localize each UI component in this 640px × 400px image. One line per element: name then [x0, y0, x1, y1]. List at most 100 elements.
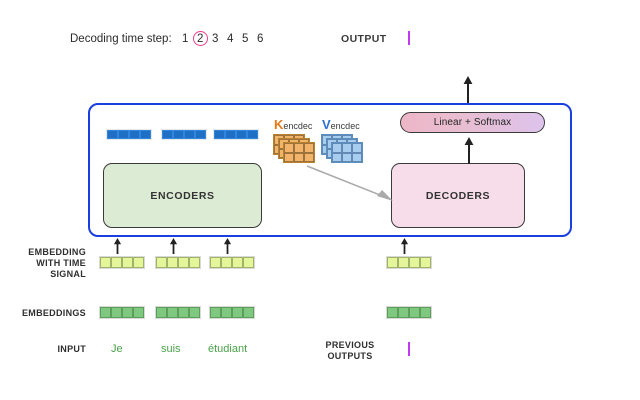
vector-cell — [162, 130, 173, 139]
vector-cell — [189, 257, 200, 268]
timestep-6[interactable]: 6 — [256, 32, 264, 45]
linear-softmax-label: Linear + Softmax — [433, 117, 512, 128]
encoder-input-arrow-1-icon — [113, 238, 122, 259]
vector-cell — [100, 257, 111, 268]
encoders-label: ENCODERS — [150, 189, 215, 202]
vector-cell — [236, 130, 247, 139]
embedding-label-line-3: SIGNAL — [50, 269, 86, 279]
output-label: OUTPUT — [341, 33, 387, 45]
output-token-caret — [408, 31, 410, 45]
vector-cell — [398, 307, 409, 318]
vector-cell — [420, 257, 431, 268]
vector-cell — [122, 257, 133, 268]
vector-cell — [214, 130, 225, 139]
encoder-input-arrow-2-icon — [169, 238, 178, 259]
output-arrow-icon — [463, 76, 473, 109]
vector-cell — [184, 130, 195, 139]
k-encdec-matrix-stack — [273, 134, 317, 164]
decoders-block[interactable]: DECODERS — [391, 163, 525, 228]
vector-cell — [221, 307, 232, 318]
vector-cell — [167, 257, 178, 268]
linear-softmax-block[interactable]: Linear + Softmax — [400, 112, 545, 133]
previous-outputs-line-2: OUTPUTS — [327, 351, 373, 361]
time-signal-vector-je — [99, 256, 145, 269]
encdec-attention-arrow-icon — [305, 163, 397, 210]
vector-cell — [398, 257, 409, 268]
v-encdec-matrix-stack — [321, 134, 365, 164]
vector-cell — [409, 307, 420, 318]
v-encdec-label: Vencdec — [322, 117, 360, 132]
vector-cell — [247, 130, 258, 139]
decoding-timestep-label: Decoding time step: — [70, 32, 172, 45]
vector-cell — [111, 257, 122, 268]
vector-cell — [100, 307, 111, 318]
encoder-output-vector-3 — [213, 129, 259, 140]
decoders-label: DECODERS — [425, 189, 491, 202]
time-signal-vector-suis — [155, 256, 201, 269]
vector-cell — [107, 130, 118, 139]
k-encdec-label: Kencdec — [274, 117, 312, 132]
embeddings-label: EMBEDDINGS — [21, 308, 86, 318]
vector-cell — [189, 307, 200, 318]
input-word-etudiant: étudiant — [208, 343, 248, 355]
vector-cell — [232, 257, 243, 268]
k-subscript: encdec — [283, 121, 313, 131]
decoder-input-arrow-icon — [400, 238, 409, 259]
vector-cell — [225, 130, 236, 139]
vector-cell — [156, 307, 167, 318]
k-symbol: K — [274, 117, 284, 132]
vector-cell — [232, 307, 243, 318]
vector-cell — [118, 130, 129, 139]
input-word-suis: suis — [161, 343, 181, 355]
vector-cell — [243, 257, 254, 268]
embedding-label-line-1: EMBEDDING — [28, 247, 86, 257]
vector-cell — [420, 307, 431, 318]
encoders-block[interactable]: ENCODERS — [103, 163, 262, 228]
time-signal-vector-etudiant — [209, 256, 255, 269]
vector-cell — [140, 130, 151, 139]
timestep-2[interactable]: 2 — [192, 31, 208, 46]
embedding-vector-je — [99, 306, 145, 319]
v-symbol: V — [322, 117, 331, 132]
vector-cell — [129, 130, 140, 139]
vector-cell — [178, 307, 189, 318]
v-subscript: encdec — [330, 121, 360, 131]
embedding-with-time-signal-label: EMBEDDING WITH TIME SIGNAL — [8, 247, 86, 280]
timestep-1[interactable]: 1 — [181, 32, 189, 45]
decoding-timestep-control: Decoding time step: 1 2 3 4 5 6 — [70, 31, 268, 46]
encoder-output-vector-1 — [106, 129, 152, 140]
input-word-je: Je — [111, 343, 123, 355]
input-label: INPUT — [57, 344, 86, 354]
timestep-3[interactable]: 3 — [211, 32, 219, 45]
time-signal-vector-prev-output — [386, 256, 432, 269]
timestep-4[interactable]: 4 — [226, 32, 234, 45]
previous-outputs-line-1: PREVIOUS — [325, 340, 375, 350]
vector-cell — [243, 307, 254, 318]
vector-cell — [221, 257, 232, 268]
vector-cell — [210, 307, 221, 318]
vector-cell — [387, 257, 398, 268]
vector-cell — [409, 257, 420, 268]
previous-output-token-caret — [408, 342, 410, 356]
vector-cell — [133, 257, 144, 268]
embedding-label-line-2: WITH TIME — [36, 258, 86, 268]
embedding-vector-suis — [155, 306, 201, 319]
decoding-timestep-numbers: 1 2 3 4 5 6 — [178, 31, 268, 46]
vector-cell — [133, 307, 144, 318]
vector-cell — [122, 307, 133, 318]
vector-cell — [156, 257, 167, 268]
vector-cell — [111, 307, 122, 318]
vector-cell — [167, 307, 178, 318]
embedding-vector-prev-output — [386, 306, 432, 319]
timestep-5[interactable]: 5 — [241, 32, 249, 45]
previous-outputs-label: PREVIOUS OUTPUTS — [318, 340, 382, 362]
decoder-to-linear-arrow-icon — [464, 137, 474, 169]
k-matrix-sheet-1 — [283, 142, 315, 163]
vector-cell — [173, 130, 184, 139]
vector-cell — [178, 257, 189, 268]
encoder-output-vector-2 — [161, 129, 207, 140]
v-matrix-sheet-1 — [331, 142, 363, 163]
vector-cell — [195, 130, 206, 139]
vector-cell — [210, 257, 221, 268]
